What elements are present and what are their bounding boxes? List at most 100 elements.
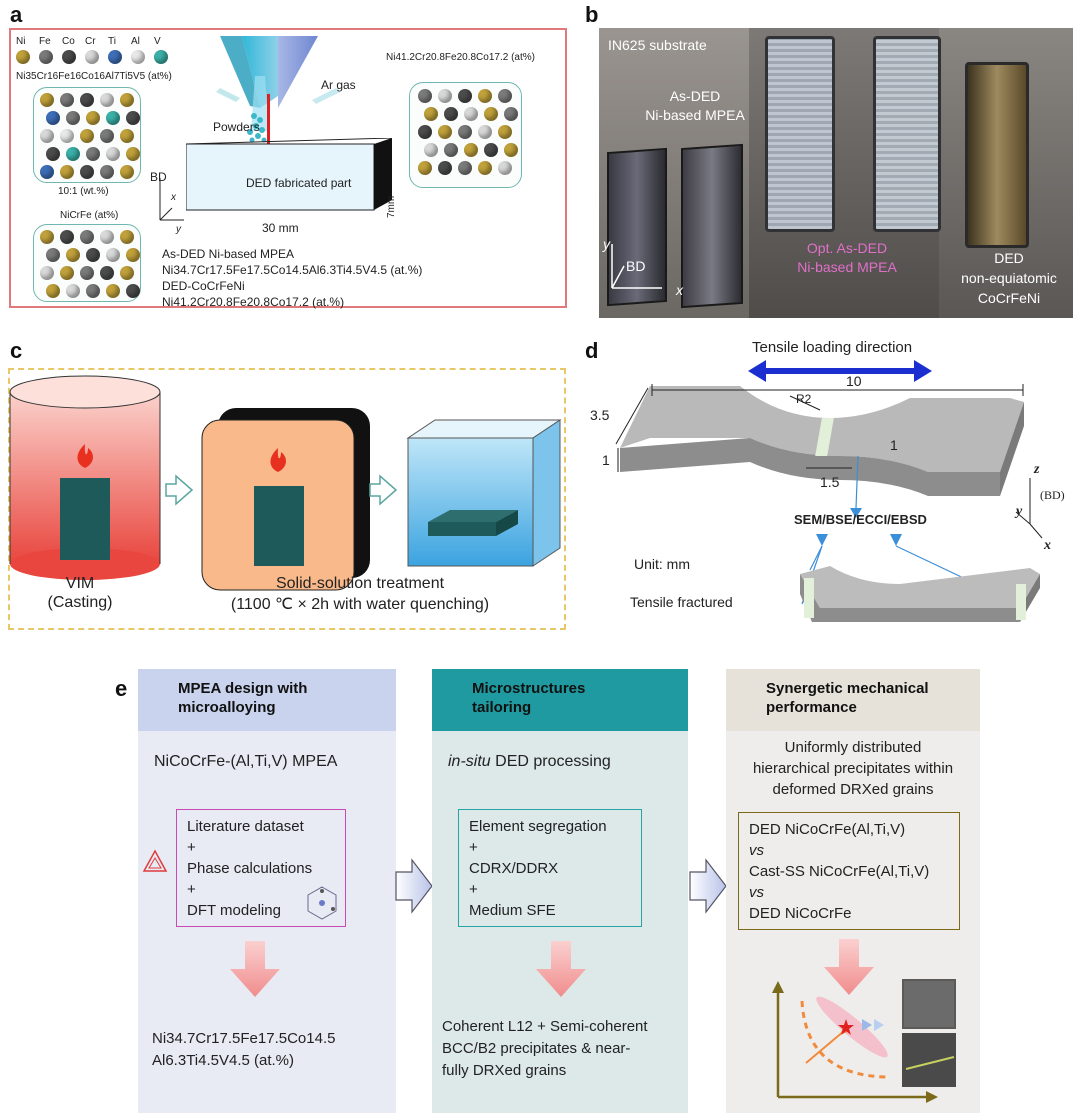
legend-symbol-ni: Ni [16,36,26,47]
laser-beam [267,94,270,144]
panel-label-c: c [10,338,23,363]
lattice-atom [86,284,100,298]
lattice-atom [66,147,80,161]
unit-label: Unit: mm [634,556,690,572]
e-col3-subtitle-3: deformed DRXed grains [772,781,934,798]
e-col2-result-2: BCC/B2 precipitates & near- [442,1040,631,1057]
lattice-atom [86,248,100,262]
e-col3-down-arrow [824,939,874,995]
lattice-atom [80,93,94,107]
legend-atom-ni [16,50,30,64]
lattice-atom [100,129,114,143]
coc-title: DED-CoCrFeNi [162,279,245,293]
lattice-atom [106,248,120,262]
lattice-atom [438,125,452,139]
lattice-atom [444,107,458,121]
fractured-label: Tensile fractured [630,594,733,610]
lattice-atom [100,93,114,107]
alloy3-formula: Ni41.2Cr20.8Fe20.8Co17.2 (at%) [386,52,535,63]
loading-label: Tensile loading direction [752,339,913,356]
lattice-atom [60,165,74,179]
lattice-atom [120,230,134,244]
legend-atom-co [62,50,76,64]
panel-a-frame [9,28,567,308]
specimen-intact [620,386,1024,496]
ss-title: Solid-solution treatment [275,575,445,592]
axes-b [611,244,662,289]
lattice-atom [80,266,94,280]
axis-bd-d: (BD) [1040,488,1065,502]
e-col3-subtitle-2: hierarchical precipitates within [752,760,954,777]
dim-1a: 1 [602,452,610,468]
lattice-atom [120,165,134,179]
lattice-atom [80,129,94,143]
ded-line1: DED [994,250,1024,266]
lattice-atom [86,147,100,161]
opt-sample-2 [873,36,941,232]
legend-symbol-al: Al [131,36,140,47]
lattice-atom [46,248,60,262]
lattice-box-3 [409,82,522,188]
axis-y-b: y [603,236,610,252]
lattice-atom [120,266,134,280]
lattice-atom [46,284,60,298]
lattice-atom [498,89,512,103]
lattice-atom [444,143,458,157]
legend-symbol-ti: Ti [108,36,116,47]
lattice-atom [438,161,452,175]
lattice-atom [418,89,432,103]
ded-part-block [186,138,393,211]
e-col1-down-arrow [230,941,280,997]
ss-detail: (1100 ℃ × 2h with water quenching) [230,596,490,613]
lattice-atom [100,165,114,179]
lattice-atom [86,111,100,125]
ded-line3: CoCrFeNi [977,290,1041,306]
lattice-atom [66,284,80,298]
part-label: DED fabricated part [246,176,352,190]
lattice-atom [60,230,74,244]
alloy1-formula: Ni35Cr16Fe16Co16Al7Ti5V5 (at%) [16,71,172,82]
ded-line2: non-equiatomic [961,270,1057,286]
lattice-atom [504,107,518,121]
legend-symbol-cr: Cr [85,36,96,47]
coc-sample [965,62,1029,248]
e-col2-subtitle: in-situ DED processing [448,753,611,770]
e-col2-box: Element segregation + CDRX/DDRX + Medium… [458,809,642,927]
axis-x-b: x [676,282,683,298]
e-col3-box: DED NiCoCrFe(Al,Ti,V) vs Cast-SS NiCoCrF… [738,812,960,930]
e-col2-result-1: Coherent L12 + Semi-coherent [442,1018,648,1035]
dim-r2: R2 [796,392,812,406]
powders-label: Powders [213,120,260,134]
panel-label-b: b [585,2,599,27]
e-col1-result-1: Ni34.7Cr17.5Fe17.5Co14.5 [152,1030,336,1047]
e-col1-result-2: Al6.3Ti4.5V4.5 (at.%) [152,1052,295,1069]
axes-a [159,178,184,221]
legend-atom-ti [108,50,122,64]
legend-atom-v [154,50,168,64]
strength-ductility-sketch [772,979,956,1103]
legend-symbol-v: V [154,36,161,47]
panel-c-frame [8,368,566,630]
sem-label: SEM/BSE/ECCI/EBSD [794,512,927,527]
lattice-atom [498,125,512,139]
ded-nozzle-diagram [216,36,340,144]
sample-photo [599,28,1073,318]
e-col2-result-3: fully DRXed grains [442,1062,567,1079]
as-ded-sample-2 [681,143,743,309]
casting-label: (Casting) [47,594,113,611]
dim-1b: 1 [890,437,898,453]
lattice-atom [126,248,140,262]
tensile-specimen-diagram [615,360,1043,622]
e-col3-subtitle-1: Uniformly distributed [784,739,922,756]
dimension-lines [615,384,1024,472]
loading-arrow [748,360,932,382]
lattice-atom [120,129,134,143]
opt-line2: Ni-based MPEA [797,259,897,275]
lattice-atom [100,230,114,244]
